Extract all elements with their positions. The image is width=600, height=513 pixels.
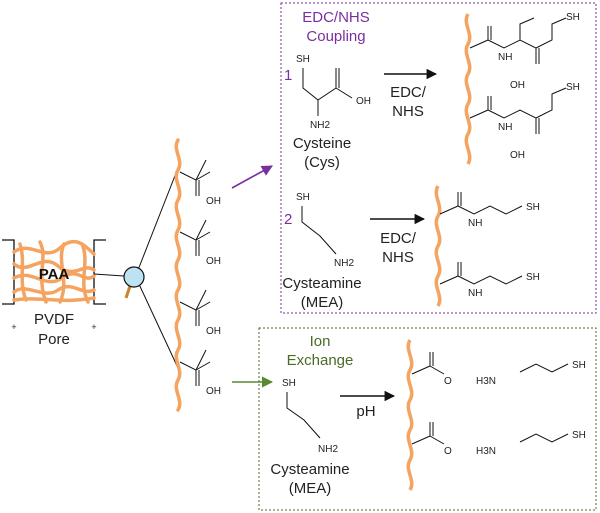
ion-box-title-1: Ion [310, 333, 331, 350]
reagent-1-line2: NHS [392, 103, 424, 120]
cysteamine-name-1: Cysteamine [282, 275, 361, 292]
plus-sign-right: + [91, 322, 96, 332]
prod1-oh-b: OH [510, 150, 525, 161]
item-number-2: 2 [284, 211, 292, 228]
prod3-o-b: O [444, 446, 452, 457]
product-1-chain [464, 13, 472, 165]
cysteine-name: Cysteine [293, 135, 351, 152]
prod1-sh-b: SH [566, 82, 580, 93]
edc-box-title-1: EDC/NHS [302, 9, 370, 26]
prod3-o-a: O [444, 376, 452, 387]
cysteamine-abbr-1: (MEA) [301, 294, 344, 311]
product-2-chain [434, 185, 442, 307]
ion-exchange-box [258, 327, 597, 511]
reagent-ph: pH [356, 403, 375, 420]
prod2-sh-a: SH [526, 202, 540, 213]
chain-oh-2: OH [206, 256, 221, 267]
prod1-nh-a: NH [498, 52, 512, 63]
ion-box-title-2: Exchange [287, 352, 354, 369]
prod3-h3n-b: H3N [476, 446, 496, 457]
item-number-1: 1 [284, 67, 292, 84]
prod3-h3n-a: H3N [476, 376, 496, 387]
mea2-sh: SH [282, 378, 296, 389]
chain-oh-4: OH [206, 386, 221, 397]
paa-label: PAA [39, 266, 70, 283]
paa-chain-zoom: OH OH OH OH [174, 138, 221, 412]
cys-sh: SH [296, 54, 310, 65]
prod2-nh-b: NH [468, 288, 482, 299]
cysteamine-name-2: Cysteamine [270, 461, 349, 478]
prod2-nh-a: NH [468, 218, 482, 229]
cysteine-abbr: (Cys) [304, 154, 340, 171]
prod1-oh-a: OH [510, 80, 525, 91]
mea1-sh: SH [296, 192, 310, 203]
plus-sign-left: + [11, 322, 16, 332]
prod1-sh-a: SH [566, 12, 580, 23]
cysteamine-structure-2 [286, 392, 321, 439]
edc-box-title-2: Coupling [306, 28, 365, 45]
prod3-sh-b: SH [572, 430, 586, 441]
membrane-pore: PAA + + PVDF Pore [2, 239, 106, 348]
pvdf-label: PVDF [34, 311, 74, 328]
pore-bracket-left [2, 239, 15, 305]
reagent-2-line1: EDC/ [380, 230, 417, 247]
chain-oh-3: OH [206, 326, 221, 337]
mea2-nh2: NH2 [318, 444, 338, 455]
reagent-1-line1: EDC/ [390, 84, 427, 101]
magnifier-icon [93, 167, 179, 369]
cys-nh2: NH2 [310, 120, 330, 131]
paa-chain [174, 138, 182, 412]
reagent-2-line2: NHS [382, 249, 414, 266]
prod2-sh-b: SH [526, 272, 540, 283]
product-3-chain [406, 339, 414, 491]
cys-oh: OH [356, 96, 371, 107]
edc-nhs-box [280, 2, 597, 314]
pore-bracket-right [93, 239, 106, 305]
cysteine-structure [302, 68, 353, 116]
cysteamine-abbr-2: (MEA) [289, 480, 332, 497]
prod1-nh-b: NH [498, 122, 512, 133]
paa-polymer-tangle [12, 239, 96, 304]
mea1-nh2: NH2 [334, 258, 354, 269]
cysteamine-structure-1 [301, 206, 337, 255]
pore-label: Pore [38, 331, 70, 348]
arrow-to-edc [231, 165, 273, 189]
prod3-sh-a: SH [572, 360, 586, 371]
chain-oh-1: OH [206, 196, 221, 207]
